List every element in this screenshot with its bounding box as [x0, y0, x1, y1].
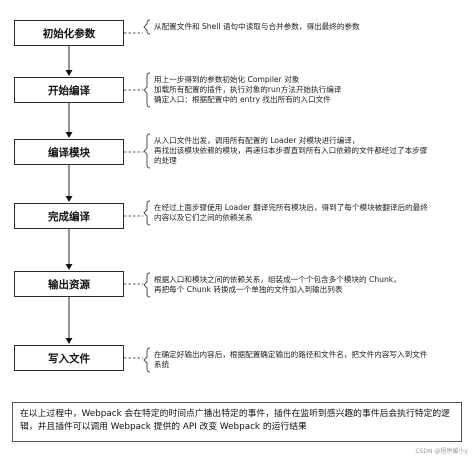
- step-description-finish-compile: 在经过上面步骤使用 Loader 翻译完所有模块后，得到了每个模块被翻译后的最终…: [150, 203, 456, 223]
- step-label: 初始化参数: [42, 27, 96, 40]
- flow-arrowhead: [65, 132, 73, 138]
- step-label: 编译模块: [48, 146, 90, 159]
- description-line: 系统: [154, 360, 170, 369]
- description-line: 的处理: [154, 156, 177, 165]
- description-line: 再找出该模块依赖的模块，再递归本步骤直到所有入口依赖的文件都经过了本步骤: [154, 146, 428, 155]
- description-line: 确定入口：根据配置中的 entry 找出所有的入口文件: [154, 95, 331, 104]
- description-brace: [143, 272, 151, 298]
- step-description-init-params: 从配置文件和 Shell 语句中读取与合并参数，得出最终的参数: [150, 22, 456, 32]
- flow-arrowhead: [65, 70, 73, 76]
- step-label: 开始编译: [48, 84, 90, 97]
- description-line: 内容以及它们之间的依赖关系: [154, 213, 253, 222]
- description-line: 从配置文件和 Shell 语句中读取与合并参数，得出最终的参数: [154, 22, 360, 31]
- description-line: 根据入口和模块之间的依赖关系，组装成一个个包含多个模块的 Chunk，: [154, 275, 401, 284]
- description-line: 在经过上面步骤使用 Loader 翻译完所有模块后，得到了每个模块被翻译后的最终: [154, 203, 428, 212]
- step-description-compile-modules: 从入口文件出发，调用所有配置的 Loader 对模块进行编译， 再找出该模块依赖…: [150, 136, 456, 166]
- watermark: CSDN @程序媛小y: [415, 448, 468, 455]
- description-line: 在确定好输出内容后，根据配置确定输出的路径和文件名，把文件内容写入到文件: [154, 350, 428, 359]
- description-brace: [143, 200, 151, 226]
- description-line: 从入口文件出发，调用所有配置的 Loader 对模块进行编译，: [154, 136, 360, 145]
- description-line: 用上一步得到的参数初始化 Compiler 对象: [154, 75, 300, 84]
- summary-note: 在以上过程中，Webpack 会在特定的时间点广播出特定的事件，插件在监听到感兴…: [12, 402, 462, 442]
- flow-arrowhead: [65, 338, 73, 344]
- step-box-write-files: 写入文件: [14, 345, 124, 371]
- description-brace: [143, 133, 151, 169]
- step-description-emit-assets: 根据入口和模块之间的依赖关系，组装成一个个包含多个模块的 Chunk， 再把每个…: [150, 275, 456, 295]
- flow-arrowhead: [65, 264, 73, 270]
- step-description-start-compile: 用上一步得到的参数初始化 Compiler 对象 加载所有配置的插件，执行对象的…: [150, 75, 456, 105]
- step-box-start-compile: 开始编译: [14, 77, 124, 103]
- description-brace: [143, 347, 151, 373]
- step-description-write-files: 在确定好输出内容后，根据配置确定输出的路径和文件名，把文件内容写入到文件 系统: [150, 350, 456, 370]
- description-brace: [143, 72, 151, 108]
- description-line: 再把每个 Chunk 转换成一个单独的文件加入到输出列表: [154, 285, 343, 294]
- flow-arrowhead: [65, 196, 73, 202]
- step-label: 写入文件: [48, 352, 90, 365]
- step-box-finish-compile: 完成编译: [14, 203, 124, 229]
- description-brace: [143, 19, 151, 35]
- description-line: 加载所有配置的插件，执行对象的run方法开始执行编译: [154, 85, 342, 94]
- step-box-init-params: 初始化参数: [14, 20, 124, 46]
- step-box-compile-modules: 编译模块: [14, 139, 124, 165]
- step-label: 输出资源: [48, 278, 90, 291]
- step-label: 完成编译: [48, 210, 90, 223]
- step-box-emit-assets: 输出资源: [14, 271, 124, 297]
